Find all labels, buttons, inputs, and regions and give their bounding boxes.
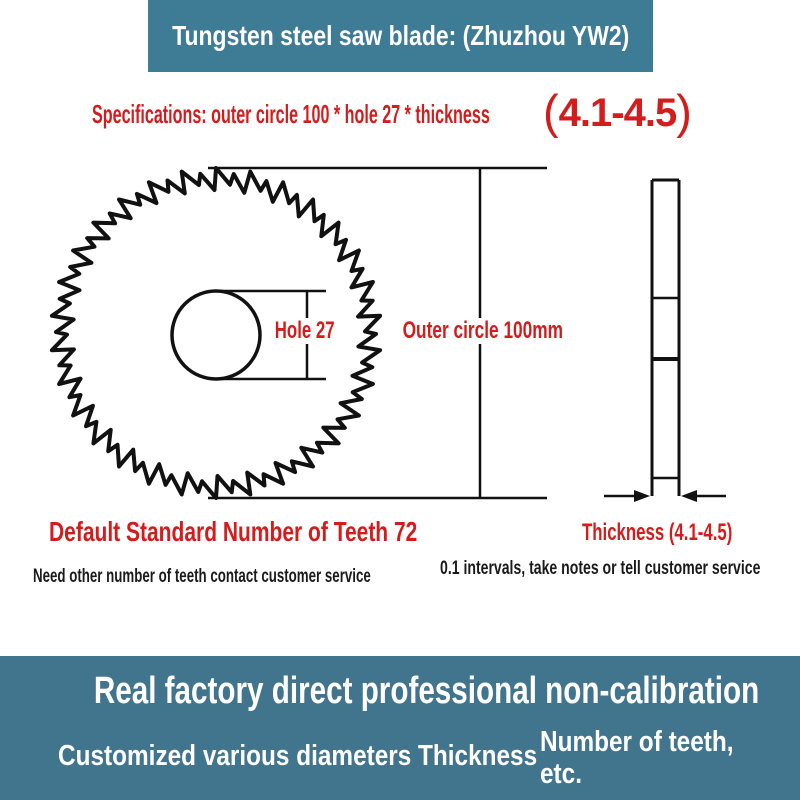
spec-line: Specifications: outer circle 100 * hole … — [92, 99, 490, 129]
footer-banner — [0, 656, 800, 800]
range-close-paren: ) — [676, 85, 692, 138]
range-value: 4.1-4.5 — [558, 91, 678, 135]
hole-label: Hole 27 — [272, 317, 338, 345]
spec-thickness-range: (4.1-4.5) — [543, 84, 692, 148]
side-view-drawing — [650, 178, 681, 496]
hole-circle — [170, 289, 262, 381]
thickness-interval-note: 0.1 intervals, take notes or tell custom… — [440, 558, 761, 579]
outer-circle-label: Outer circle 100mm — [399, 317, 567, 345]
thickness-range-label: Thickness (4.1-4.5) — [582, 519, 733, 546]
footer-item-thickness: Thickness — [418, 740, 538, 772]
product-title: Tungsten steel saw blade: (Zhuzhou YW2) — [171, 20, 630, 51]
footer-headline-text: Real factory direct professional non-cal… — [93, 670, 760, 712]
teeth-contact-note: Need other number of teeth contact custo… — [33, 566, 371, 587]
footer-item-diameters: Customized various diameters — [58, 740, 412, 772]
footer-item-teeth: Number of teeth, etc. — [540, 726, 734, 790]
default-teeth-note: Default Standard Number of Teeth 72 — [49, 516, 418, 547]
saw-blade-drawing — [49, 166, 726, 502]
thickness-arrows — [604, 490, 726, 502]
product-title-banner: Tungsten steel saw blade: (Zhuzhou YW2) — [148, 0, 653, 72]
range-open-paren: ( — [543, 85, 559, 138]
footer-headline: Real factory direct professional non-cal… — [0, 670, 800, 713]
